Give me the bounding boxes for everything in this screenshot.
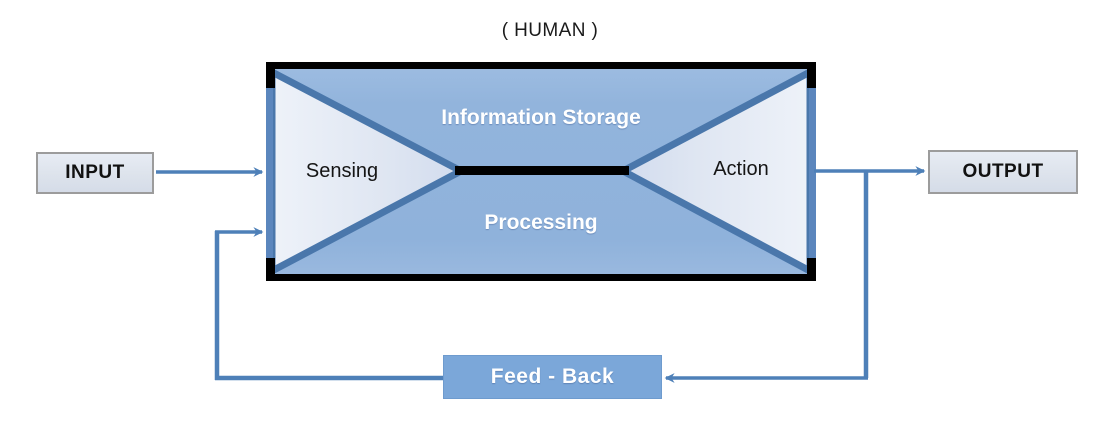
central-connector-bar xyxy=(455,166,629,175)
human-body-group xyxy=(266,62,816,281)
frame-right-top-post xyxy=(807,62,816,88)
frame-bottom xyxy=(266,274,816,281)
frame-right-bottom-post xyxy=(807,258,816,281)
output-box[interactable]: OUTPUT xyxy=(928,150,1078,194)
inner-right-border xyxy=(809,86,816,261)
feedback-box[interactable]: Feed - Back xyxy=(443,355,662,399)
frame-left-bottom-post xyxy=(266,258,275,281)
output-box-label: OUTPUT xyxy=(962,161,1044,182)
input-box[interactable]: INPUT xyxy=(36,152,154,194)
frame-left-top-post xyxy=(266,62,275,88)
inner-left-border xyxy=(266,86,273,261)
feedback-box-label: Feed - Back xyxy=(490,365,615,388)
frame-top xyxy=(266,62,816,69)
input-box-label: INPUT xyxy=(65,162,125,183)
